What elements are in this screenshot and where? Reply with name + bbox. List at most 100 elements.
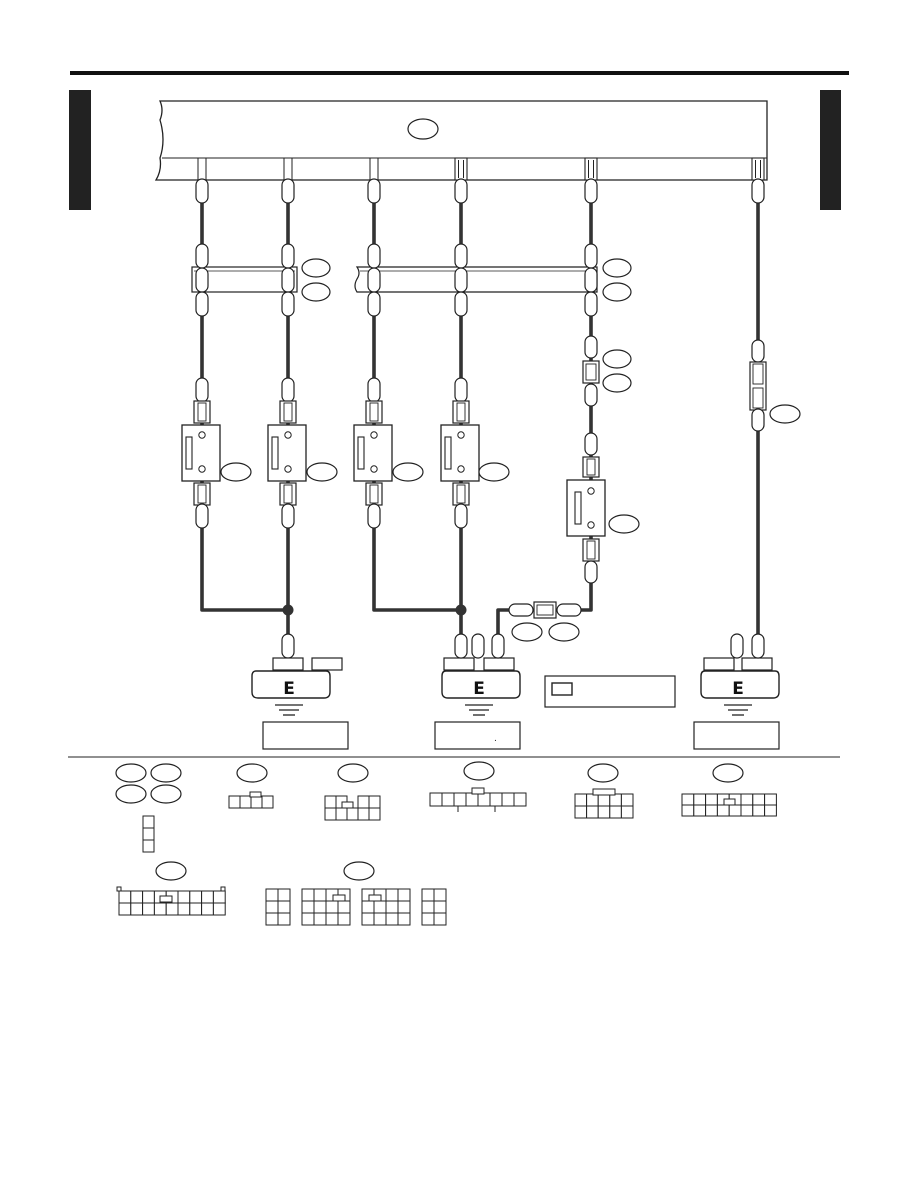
connector-face-f-cell-0-1 (693, 793, 707, 806)
ground-1-tab-2 (311, 657, 343, 671)
sensor-5-label (608, 514, 640, 534)
connector-face-g-cell-0-5 (177, 890, 191, 904)
connector-face-c-row2-cell-0-0 (324, 807, 337, 821)
connector-face-label-h (343, 861, 375, 881)
connector-face-f-cell-1-2 (705, 804, 718, 817)
sensor-4-terminal-b (457, 465, 465, 473)
connector-face-b-key (249, 791, 262, 798)
joint-pin-lower-3 (367, 291, 381, 317)
ground-3-terminal-body (700, 670, 780, 699)
joint-pin-lower-2 (281, 291, 295, 317)
connector-pin-top-6 (751, 178, 765, 204)
sensor-5-pin-top (584, 432, 598, 456)
connector-face-g-cell-0-2 (142, 890, 155, 904)
connector-face-f-cell-1-5 (740, 804, 754, 817)
connector-face-h-mid2-cell-2-1 (373, 912, 387, 926)
legend-text (580, 680, 670, 700)
connector-face-h-mid-cell-0-0 (301, 888, 315, 902)
inline-connector-body-inner (536, 604, 554, 616)
connector-face-a-cell-2-0 (142, 839, 155, 853)
sensor-1-plug-bottom-inner (197, 484, 207, 504)
connector-face-e-cell-1-4 (620, 805, 634, 819)
connector-face-h-mid2-cell-2-3 (397, 912, 411, 926)
connector-face-h-left-cell-0-1 (277, 888, 291, 902)
connector-face-e-cell-1-3 (609, 805, 622, 819)
sensor-2-pin-bottom (281, 503, 295, 529)
connector-face-g-cell-1-2 (142, 902, 155, 916)
sensor-2-pin-top (281, 377, 295, 403)
connector-face-g-tab-right (220, 886, 226, 892)
small-mark: . (494, 734, 497, 744)
connector-face-c-key (341, 801, 354, 809)
connector-face-h-right-cell-1-1 (433, 900, 447, 914)
connector-face-f-cell-0-5 (740, 793, 754, 806)
legend-swatch (551, 682, 573, 696)
inline-connector-label-b (548, 622, 580, 642)
joint-label-left-b (301, 282, 331, 302)
sensor-1-pin-top (195, 377, 209, 403)
sensor-1-terminal-b (198, 465, 206, 473)
ground-3-pin-b (751, 633, 765, 659)
connector-face-f-cell-1-7 (764, 804, 777, 817)
sensor-5-plug-top-inner (586, 458, 596, 476)
ground-2-tab-1 (443, 657, 475, 671)
ground-2-tab-2 (483, 657, 515, 671)
connector-face-c-row2-cell-0-3 (357, 807, 370, 821)
sensor-3-element (357, 436, 365, 470)
sensor-1-element (185, 436, 193, 470)
connector-face-h-right-cell-0-1 (433, 888, 447, 902)
sensor-2-plug-top-inner (283, 402, 293, 422)
connector-face-h-mid2-cell-1-0 (361, 900, 375, 914)
connector-face-e-cell-0-1 (586, 793, 599, 807)
sensor-5-body (566, 479, 606, 537)
inline-connector-label-a (511, 622, 543, 642)
connector-face-h-left-cell-1-0 (265, 900, 279, 914)
connector-face-g-cell-0-7 (201, 890, 214, 904)
control-unit-id-label (407, 118, 439, 140)
joint-label-right-b (602, 282, 632, 302)
ground-location-box-3 (693, 721, 780, 750)
connector-face-g-cell-0-8 (212, 890, 226, 904)
connector-pin-top-3 (367, 178, 381, 204)
connector-face-g-cell-0-6 (189, 890, 203, 904)
circuit-5-pin-a (584, 335, 598, 359)
connector-face-h-left-cell-1-1 (277, 900, 291, 914)
sensor-4-pin-top (454, 377, 468, 403)
terminal-5 (584, 157, 598, 181)
connector-face-h-mid-cell-2-1 (313, 912, 327, 926)
connector-face-label-c (337, 763, 369, 783)
joint-pin-lower-5 (584, 291, 598, 317)
connector-face-h-left-cell-2-0 (265, 912, 279, 926)
connector-face-label-b (236, 763, 268, 783)
ground-3-tab-1 (703, 657, 735, 671)
connector-face-h-right-cell-1-0 (421, 900, 435, 914)
circuit-5-pin-b (584, 383, 598, 407)
sensor-3-pin-top (367, 377, 381, 403)
sensor-1-plug-top-inner (197, 402, 207, 422)
connector-face-g-cell-0-0 (118, 890, 132, 904)
circuit-6-pin-a (751, 339, 765, 363)
terminal-6 (751, 157, 765, 181)
control-unit-box (154, 100, 768, 181)
splice-point-1 (282, 604, 294, 616)
sensor-4-element (444, 436, 452, 470)
ground-1-tab-1 (272, 657, 304, 671)
circuit-6-connector-inner-b (752, 387, 764, 409)
sensor-2-plug-bottom-inner (283, 484, 293, 504)
connector-face-h-right-cell-2-1 (433, 912, 447, 926)
joint-pin-upper-4 (454, 243, 468, 269)
connector-face-f-key (723, 798, 736, 806)
connector-face-h-mid-cell-2-3 (337, 912, 351, 926)
sensor-4-plug-bottom-inner (456, 484, 466, 504)
connector-face-g-key (159, 895, 173, 903)
connector-face-g-cell-1-3 (153, 902, 167, 916)
connector-face-g-cell-0-1 (130, 890, 144, 904)
connector-face-label-a2 (150, 763, 182, 783)
connector-face-f-cell-0-6 (752, 793, 766, 806)
ground-1-pin (281, 633, 295, 659)
sensor-3-pin-bottom (367, 503, 381, 529)
connector-face-e-cell-0-4 (620, 793, 634, 807)
joint-pin-lower-1 (195, 291, 209, 317)
circuit-5-connector-label-b (602, 373, 632, 393)
joint-pin-upper-5 (584, 243, 598, 269)
